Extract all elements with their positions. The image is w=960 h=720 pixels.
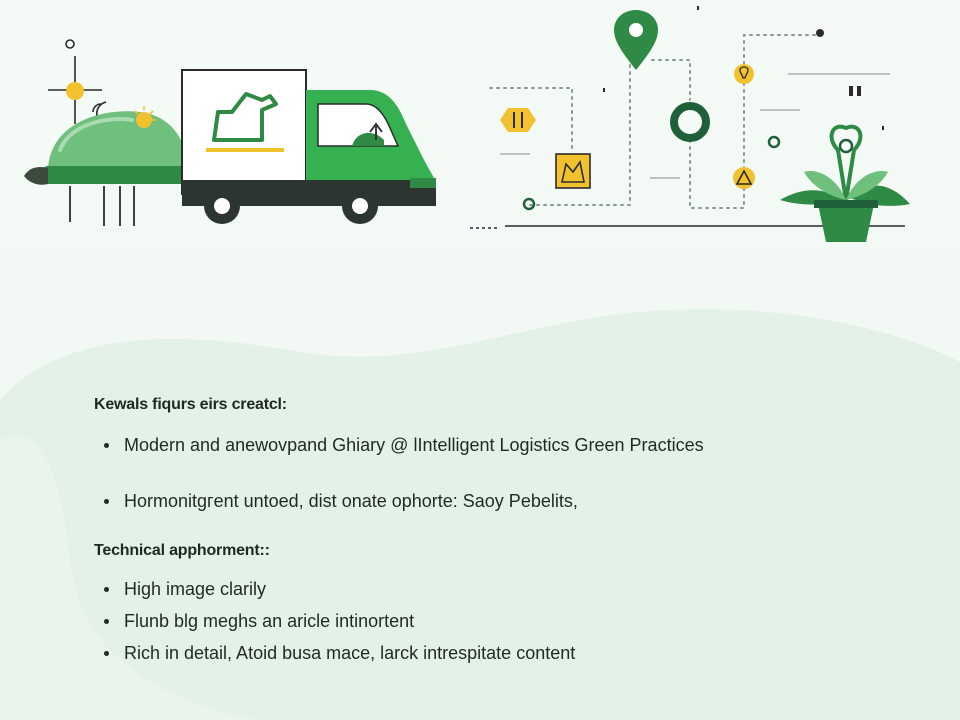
list-item: High image clarily (94, 578, 874, 600)
list-item-text: High image clarily (124, 579, 267, 599)
route-end-dot (816, 29, 824, 37)
sun-crosshair-icon (48, 39, 107, 124)
content-area: Kewals fiqurs eirs creatcl: Modern and a… (94, 396, 874, 664)
map-pin-icon (614, 10, 658, 70)
features-list: Modern and anewovpаnd Ghiary @ lIntellig… (94, 434, 874, 512)
bullet-dot (104, 499, 109, 504)
bullet-dot (104, 651, 109, 656)
list-item-text: Flunb blg meghs an aricle intinortent (124, 611, 415, 631)
lightbulb-icon (734, 64, 754, 84)
delivery-truck-icon (181, 69, 436, 224)
bullet-dot (104, 619, 109, 624)
list-item-text: Modern and anewovpаnd Ghiary @ lIntellig… (124, 435, 704, 455)
logistics-illustration (24, 6, 910, 242)
bullet-dot (104, 587, 109, 592)
warning-triangle-icon (733, 167, 755, 189)
location-ring-icon (670, 102, 710, 142)
list-item: Hormonitgгent untoed, dist onate ophorte… (94, 490, 874, 512)
technical-list: High image clarily Flunb blg meghs an ar… (94, 578, 874, 664)
route-badge-icon (500, 108, 536, 132)
dotted-route-network (489, 34, 821, 209)
small-marks (603, 6, 884, 130)
section-title-technical: Technical apphorment:: (94, 542, 270, 559)
list-item: Modern and anewovpаnd Ghiary @ lIntellig… (94, 434, 874, 456)
green-dome-vehicle (24, 106, 192, 226)
list-item: Flunb blg meghs an aricle intinortent (94, 610, 874, 632)
warehouse-box-icon (555, 153, 591, 189)
section-title-features: Kewals fiqurs eirs creatcl: (94, 396, 287, 413)
route-node-icon (522, 197, 536, 211)
route-node-icon (767, 135, 781, 149)
list-item-text: Hormonitgгent untoed, dist onate ophorte… (124, 491, 578, 511)
potted-plant-icon (780, 124, 910, 242)
list-item: Rich in detail, Atoid busa mace, larck i… (94, 642, 874, 664)
list-item-text: Rich in detail, Atoid busa mace, larck i… (124, 643, 576, 663)
bullet-dot (104, 443, 109, 448)
